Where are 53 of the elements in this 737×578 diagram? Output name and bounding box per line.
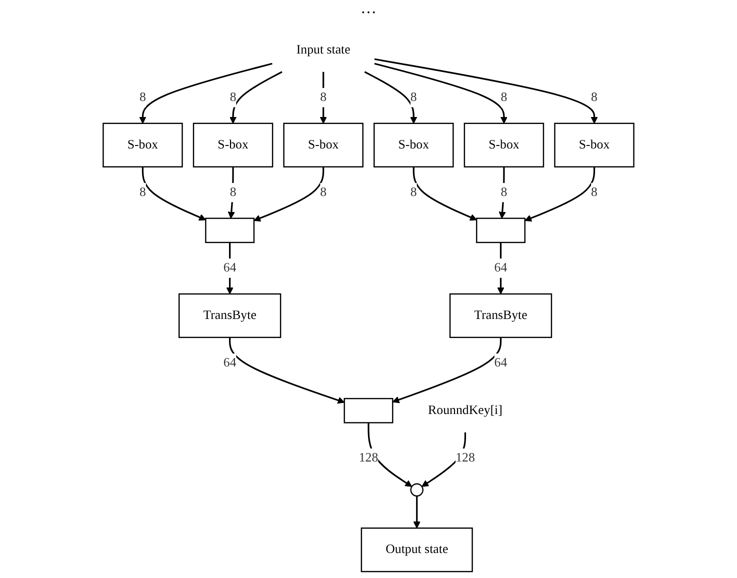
- node-text: Input state: [296, 42, 350, 57]
- node-box: S-box: [192, 122, 274, 168]
- arrow: [422, 432, 466, 487]
- arrow: [230, 71, 282, 124]
- edge-label: 64: [494, 260, 508, 275]
- node-circle: [410, 483, 424, 497]
- node-box: S-box: [283, 122, 364, 168]
- arrow: [524, 166, 596, 222]
- node-box: S-box: [464, 122, 544, 168]
- node-box: Output state: [360, 528, 473, 572]
- arrow: [497, 242, 504, 294]
- edge-label: 8: [230, 185, 236, 200]
- arrow: [320, 72, 327, 124]
- edge-label: 64: [223, 356, 236, 370]
- edge-label: 8: [500, 90, 508, 104]
- edge-label: 8: [410, 90, 417, 104]
- arrow: [413, 496, 420, 528]
- arrow: [364, 71, 418, 124]
- node-box: S-box: [554, 122, 634, 168]
- edge-label: 8: [410, 185, 417, 200]
- edge-label: 8: [500, 185, 508, 200]
- node-box: [344, 398, 394, 424]
- node-box: TransByte: [449, 293, 552, 338]
- node-box: [205, 218, 255, 244]
- arrow: [142, 166, 206, 221]
- arrow: [228, 166, 235, 219]
- node-box: S-box: [374, 122, 454, 168]
- edge-label: 8: [591, 185, 598, 200]
- edge-label: 8: [140, 185, 146, 200]
- node-box: [476, 218, 526, 244]
- node-box: S-box: [102, 122, 183, 168]
- ellipsis-label: …: [360, 0, 376, 17]
- arrow: [368, 422, 412, 487]
- edge-label: 8: [320, 185, 327, 200]
- arrow: [226, 242, 234, 294]
- arrow: [229, 337, 345, 404]
- arrow: [374, 62, 508, 124]
- edge-label: 64: [223, 260, 236, 275]
- arrow: [498, 166, 506, 219]
- edge-label: 128: [358, 450, 378, 465]
- arrow: [254, 166, 324, 222]
- arrow: [139, 62, 272, 124]
- edge-label: 8: [591, 90, 598, 104]
- edge-label: 8: [140, 90, 146, 104]
- node-box: TransByte: [178, 293, 282, 338]
- arrow: [412, 166, 477, 221]
- edge-label: 8: [320, 90, 327, 104]
- edge-label: 8: [230, 90, 236, 104]
- arrow: [374, 58, 598, 124]
- arrow: [392, 337, 502, 404]
- node-text: RounndKey[i]: [428, 403, 502, 418]
- edge-label: 128: [456, 450, 475, 465]
- edge-label: 64: [494, 356, 508, 370]
